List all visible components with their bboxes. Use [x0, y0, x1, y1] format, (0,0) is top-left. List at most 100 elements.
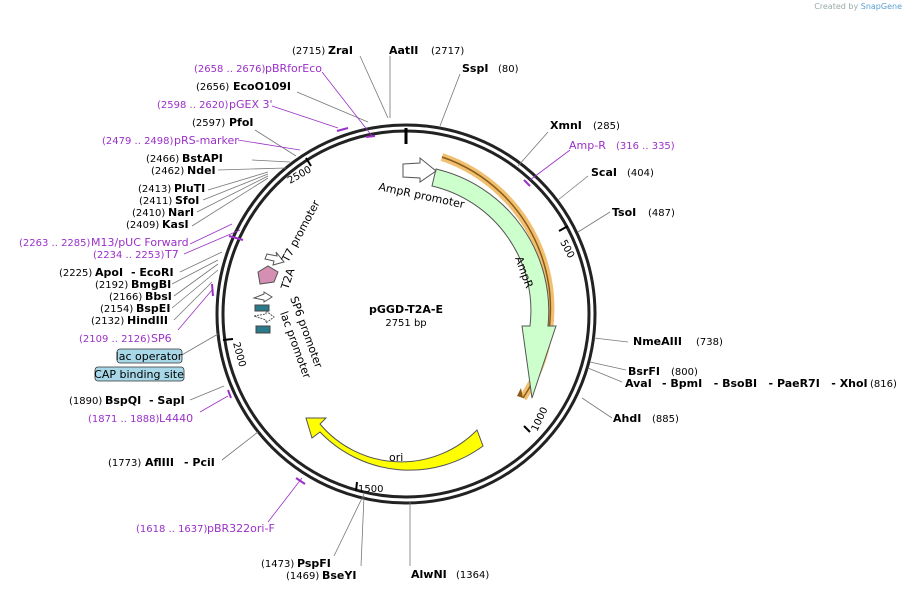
pos-pbrforeco: (2658 .. 2676) — [194, 64, 266, 75]
enzyme-bstapi[interactable]: BstAPI — [182, 152, 223, 165]
enzyme-sapi[interactable]: - SapI — [149, 394, 185, 407]
pos-bseyi: (1469) — [286, 571, 319, 582]
enzyme-ahdi[interactable]: AhdI — [613, 412, 641, 425]
enzyme-avai[interactable]: AvaI — [625, 377, 652, 390]
credit-prefix: Created by — [814, 2, 859, 11]
leader-line — [251, 159, 291, 163]
leader-line — [587, 367, 623, 383]
pos-sfoi: (2411) — [139, 196, 172, 207]
lac-operator-feature[interactable] — [254, 304, 270, 312]
pos-bsrfi: (800) — [671, 367, 698, 378]
pos-sspi: (80) — [498, 64, 519, 75]
enzyme-zrai[interactable]: ZraI — [328, 44, 353, 57]
pos-avai: (816) — [870, 379, 897, 390]
tick-mark-500 — [558, 225, 569, 232]
enzyme-alwni[interactable]: AlwNI — [411, 568, 447, 581]
leader-line — [589, 361, 627, 371]
enzyme-scai[interactable]: ScaI — [591, 166, 617, 179]
enzyme-tsoi[interactable]: TsoI — [612, 206, 636, 219]
pos-alwni: (1364) — [456, 570, 489, 581]
enzyme-pluti[interactable]: PluTI — [174, 182, 205, 195]
enzyme-ecoo109i[interactable]: EcoO109I — [233, 80, 291, 93]
enzyme-bbsi[interactable]: BbsI — [145, 290, 172, 303]
tick-1500: 1500 — [358, 484, 383, 495]
primer-sp6[interactable]: SP6 — [151, 332, 172, 345]
ampr-primer-head — [517, 388, 523, 398]
primer-leader — [183, 229, 241, 255]
pos-pfoi: (2597) — [192, 118, 225, 129]
pos-prs-marker: (2479 .. 2498) — [102, 136, 174, 147]
enzyme-sfoi[interactable]: SfoI — [175, 194, 199, 207]
pos-l4440: (1871 .. 1888) — [88, 414, 160, 425]
primer-l4440[interactable]: L4440 — [159, 412, 193, 425]
primer-m13[interactable]: M13/pUC Forward — [91, 236, 189, 249]
primer-pbrforeco[interactable]: pBRforEco — [265, 62, 322, 75]
enzyme-bpmi-group[interactable]: - BpmI - BsoBI - PaeR7I - XhoI — [662, 377, 868, 390]
leader-line — [179, 251, 223, 273]
primer-mark-m13 — [228, 235, 244, 241]
enzyme-ecori[interactable]: - EcoRI — [131, 266, 174, 279]
primer-pbr322ori[interactable]: pBR322ori-F — [207, 522, 275, 535]
primer-leaders — [177, 71, 571, 523]
leader-line — [296, 91, 369, 123]
enzyme-xmni[interactable]: XmnI — [550, 119, 582, 132]
cap-binding-feature[interactable] — [255, 325, 271, 334]
leader-line — [577, 211, 611, 233]
ampr-feature[interactable] — [431, 168, 557, 399]
enzyme-bspqi[interactable]: BspQI — [105, 394, 141, 407]
ampr-promoter-arrow[interactable] — [402, 156, 437, 183]
cap-binding-box[interactable] — [94, 366, 185, 382]
leader-line — [360, 495, 365, 567]
primer-leader — [199, 395, 229, 413]
pos-kasi: (2409) — [126, 220, 159, 231]
enzyme-bsrfi[interactable]: BsrFI — [628, 365, 660, 378]
pos-sp6: (2109 .. 2126) — [79, 334, 151, 345]
enzyme-pfoi[interactable]: PfoI — [229, 116, 254, 129]
pos-pbr322ori: (1618 .. 1637) — [136, 524, 208, 535]
enzyme-sspi[interactable]: SspI — [462, 62, 488, 75]
primer-leader — [271, 105, 339, 129]
primer-amp-r[interactable]: Amp-R — [569, 139, 606, 152]
enzyme-pspfi[interactable]: PspFI — [297, 557, 331, 570]
enzyme-bseyi[interactable]: BseYI — [322, 569, 356, 582]
enzyme-afliii[interactable]: AflIII — [145, 456, 174, 469]
pos-pgex: (2598 .. 2620) — [157, 100, 229, 111]
enzyme-nari[interactable]: NarI — [168, 206, 194, 219]
leader-line — [173, 263, 219, 297]
enzyme-kasi[interactable]: KasI — [162, 218, 189, 231]
pos-ahdi: (885) — [652, 414, 679, 425]
primer-pgex[interactable]: pGEX 3' — [229, 98, 273, 111]
enzyme-aatii[interactable]: AatII — [389, 44, 418, 57]
enzyme-nmeaiii[interactable]: NmeAIII — [633, 335, 682, 348]
t2a-feature[interactable] — [257, 265, 279, 285]
enzyme-ndei[interactable]: NdeI — [187, 164, 216, 177]
leader-line — [171, 259, 219, 285]
enzyme-pcii[interactable]: - PciI — [184, 456, 215, 469]
enzyme-bmgbi[interactable]: BmgBI — [131, 278, 171, 291]
enzyme-apoi[interactable]: ApoI — [95, 266, 123, 279]
lac-operator-box[interactable] — [116, 348, 183, 364]
snapgene-brand[interactable]: SnapGene — [860, 2, 902, 11]
primer-mark-pbr322 — [295, 477, 306, 485]
ori-feature[interactable] — [305, 417, 484, 471]
leader-line — [196, 175, 269, 213]
primer-leader — [321, 71, 373, 137]
lac-operator-label: lac operator — [116, 350, 183, 363]
site-labels: (2715) ZraI AatII (2717) SspI (80) (2658… — [19, 44, 897, 582]
pos-hindiii: (2132) — [91, 316, 124, 327]
enzyme-bspei[interactable]: BspEI — [136, 302, 170, 315]
primer-leader — [177, 289, 213, 331]
pos-amp-r: (316 .. 335) — [616, 141, 675, 152]
lac-promoter-arrow[interactable] — [253, 310, 275, 324]
sp6-promoter-arrow[interactable] — [252, 291, 273, 303]
leader-line — [202, 173, 269, 201]
pos-bstapi: (2466) — [146, 154, 179, 165]
plasmid-size: 2751 bp — [385, 318, 426, 329]
primer-t7[interactable]: T7 — [164, 248, 179, 261]
pos-t7: (2234 .. 2253) — [93, 250, 165, 261]
enzyme-hindiii[interactable]: HindIII — [127, 314, 168, 327]
t7-promoter-arrow[interactable] — [264, 251, 285, 266]
primer-prs-marker[interactable]: pRS-marker — [174, 134, 239, 147]
pos-nari: (2410) — [132, 208, 165, 219]
